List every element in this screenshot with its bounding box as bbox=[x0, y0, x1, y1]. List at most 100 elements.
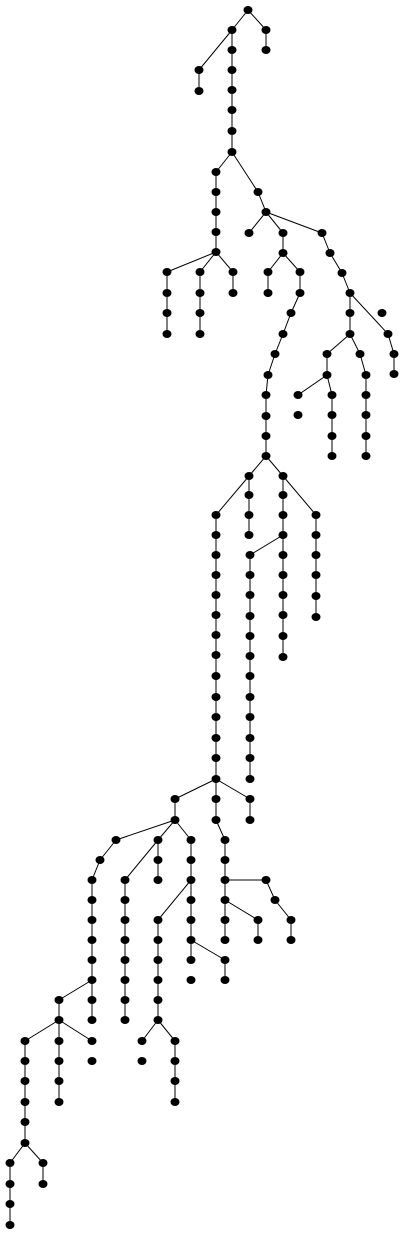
tree-node bbox=[295, 268, 305, 276]
tree-node bbox=[227, 127, 237, 135]
tree-node bbox=[327, 452, 337, 460]
tree-node bbox=[211, 531, 221, 539]
tree-node bbox=[220, 916, 230, 924]
tree-node bbox=[211, 551, 221, 559]
tree-node bbox=[170, 1077, 180, 1085]
tree-node bbox=[54, 1016, 64, 1024]
tree-node bbox=[220, 936, 230, 944]
tree-node bbox=[211, 651, 221, 659]
tree-node bbox=[186, 876, 196, 884]
tree-node bbox=[227, 26, 237, 34]
tree-node bbox=[170, 1057, 180, 1065]
tree-node bbox=[286, 309, 296, 317]
tree-edge bbox=[199, 251, 217, 273]
tree-node bbox=[153, 936, 163, 944]
tree-node bbox=[278, 571, 288, 579]
tree-node bbox=[278, 330, 288, 338]
tree-node bbox=[111, 836, 121, 844]
tree-node bbox=[211, 734, 221, 742]
tree-node bbox=[261, 452, 271, 460]
tree-edge bbox=[297, 374, 328, 396]
tree-node bbox=[245, 571, 255, 579]
tree-node bbox=[244, 472, 254, 480]
tree-edge bbox=[274, 899, 292, 921]
tree-node bbox=[361, 411, 371, 419]
tree-node bbox=[194, 66, 204, 74]
tree-node bbox=[20, 1118, 30, 1126]
tree-node bbox=[195, 330, 205, 338]
tree-node bbox=[87, 996, 97, 1004]
tree-node bbox=[227, 66, 237, 74]
tree-edge bbox=[24, 1019, 60, 1042]
tree-node bbox=[153, 836, 163, 844]
tree-node bbox=[87, 936, 97, 944]
tree-node bbox=[311, 551, 321, 559]
tree-node bbox=[337, 269, 347, 277]
tree-node bbox=[5, 1180, 15, 1188]
tree-node bbox=[170, 816, 180, 824]
tree-node bbox=[245, 591, 255, 599]
tree-edge bbox=[174, 778, 217, 800]
tree-node bbox=[220, 836, 230, 844]
tree-node bbox=[244, 531, 254, 539]
tree-node bbox=[261, 876, 271, 884]
tree-node bbox=[253, 936, 263, 944]
tree-node bbox=[361, 432, 371, 440]
tree-node bbox=[345, 309, 355, 317]
tree-node bbox=[245, 551, 255, 559]
tree-node bbox=[361, 452, 371, 460]
tree-node bbox=[153, 1016, 163, 1024]
tree-node bbox=[211, 188, 221, 196]
tree-edge bbox=[157, 819, 176, 841]
tree-node bbox=[317, 229, 327, 237]
tree-node bbox=[186, 896, 196, 904]
tree-node bbox=[186, 856, 196, 864]
tree-node bbox=[263, 371, 273, 379]
tree-node bbox=[245, 693, 255, 701]
tree-edge bbox=[190, 939, 226, 961]
tree-node bbox=[278, 591, 288, 599]
tree-edge bbox=[265, 455, 284, 477]
tree-node bbox=[295, 289, 305, 297]
tree-edge bbox=[247, 9, 267, 31]
tree-node bbox=[87, 1016, 97, 1024]
tree-edge bbox=[224, 899, 259, 921]
tree-node bbox=[311, 511, 321, 519]
tree-node bbox=[278, 511, 288, 519]
tree-node bbox=[211, 248, 221, 256]
tree-node bbox=[120, 916, 130, 924]
tree-node bbox=[278, 472, 288, 480]
tree-node bbox=[87, 896, 97, 904]
tree-edge bbox=[326, 333, 351, 355]
tree-node bbox=[293, 391, 303, 399]
tree-node bbox=[245, 612, 255, 620]
tree-node bbox=[245, 652, 255, 660]
tree-node bbox=[87, 976, 97, 984]
tree-node bbox=[170, 1098, 180, 1106]
tree-node bbox=[186, 936, 196, 944]
tree-node bbox=[227, 46, 237, 54]
tree-node bbox=[327, 391, 337, 399]
tree-node bbox=[220, 976, 230, 984]
tree-edge bbox=[282, 252, 301, 273]
tree-node bbox=[170, 795, 180, 803]
tree-node bbox=[5, 1221, 15, 1229]
tree-node bbox=[38, 1180, 48, 1188]
tree-node bbox=[220, 856, 230, 864]
tree-node bbox=[245, 816, 255, 824]
tree-edge bbox=[349, 292, 389, 335]
tree-node bbox=[327, 432, 337, 440]
tree-node bbox=[278, 611, 288, 619]
tree-node bbox=[245, 713, 255, 721]
tree-edge bbox=[215, 251, 234, 273]
tree-node bbox=[120, 956, 130, 964]
tree-node bbox=[278, 491, 288, 499]
tree-node bbox=[195, 309, 205, 317]
tree-node bbox=[20, 1077, 30, 1085]
tree-edge bbox=[9, 1142, 26, 1164]
tree-edge bbox=[231, 9, 249, 31]
tree-node bbox=[87, 1057, 97, 1065]
tree-edge bbox=[174, 819, 192, 841]
tree-node bbox=[278, 653, 288, 661]
